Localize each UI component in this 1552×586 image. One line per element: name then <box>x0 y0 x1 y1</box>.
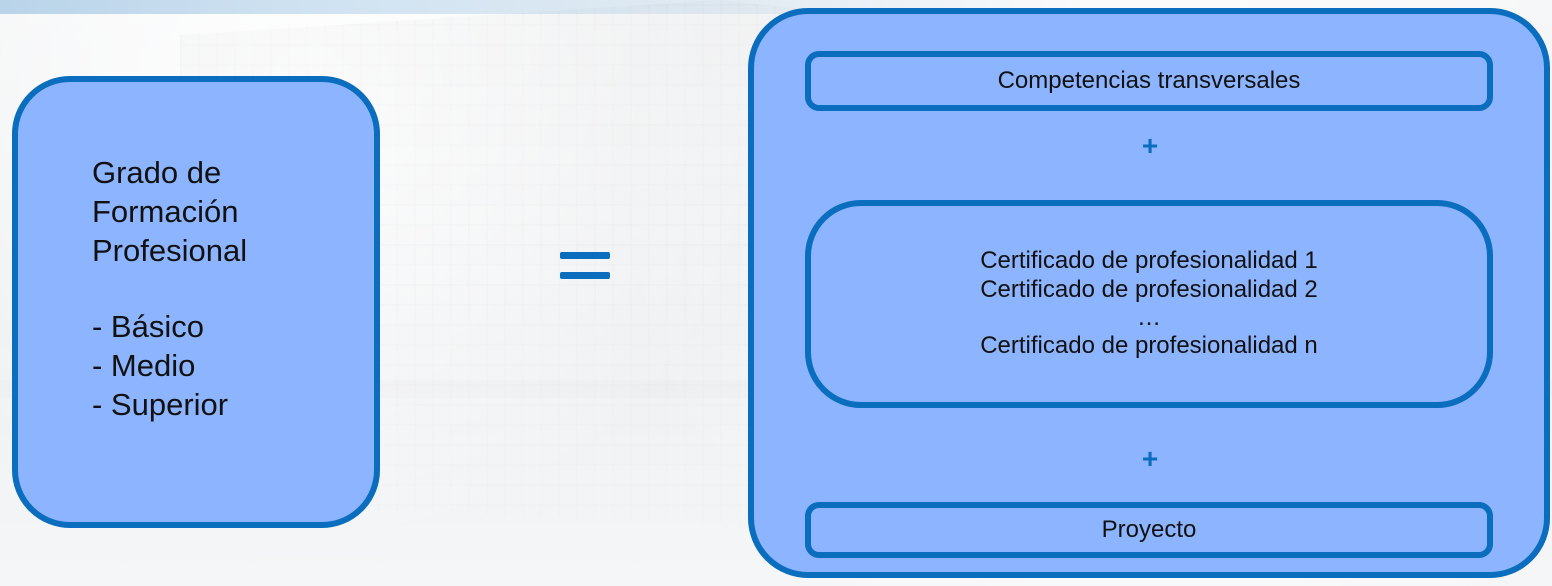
level-basico: - Básico <box>92 309 204 345</box>
left-content: Grado de Formación Profesional - Básico … <box>92 154 247 425</box>
level-superior: - Superior <box>92 386 229 422</box>
middle-line-2: Certificado de profesionalidad 2 <box>980 275 1318 303</box>
equals-bar-bottom <box>560 272 610 279</box>
left-title-line-1: Grado de <box>92 155 222 190</box>
middle-line-4: Certificado de profesionalidad n <box>980 332 1318 360</box>
plus-sign-bottom: + <box>1141 443 1159 474</box>
bottom-bar-label: Proyecto <box>1101 516 1197 543</box>
middle-line-3: … <box>1136 304 1161 331</box>
left-title: Grado de Formación Profesional <box>92 154 247 270</box>
middle-box: Certificado de profesionalidad 1 Certifi… <box>805 200 1493 408</box>
plus-sign-top: + <box>1141 130 1159 161</box>
left-levels: - Básico - Medio - Superior <box>92 308 247 424</box>
top-bar-box: Competencias transversales <box>805 51 1493 111</box>
left-title-line-3: Profesional <box>92 232 248 268</box>
middle-line-1: Certificado de profesionalidad 1 <box>980 247 1318 275</box>
level-medio: - Medio <box>92 348 196 383</box>
left-title-line-2: Formación <box>92 193 239 229</box>
left-box: Grado de Formación Profesional - Básico … <box>12 76 380 528</box>
equals-sign: = <box>560 250 610 282</box>
middle-lines: Certificado de profesionalidad 1 Certifi… <box>980 247 1318 360</box>
equals-bar-top <box>560 252 610 259</box>
top-bar-label: Competencias transversales <box>997 67 1301 94</box>
bottom-bar-box: Proyecto <box>805 502 1493 558</box>
